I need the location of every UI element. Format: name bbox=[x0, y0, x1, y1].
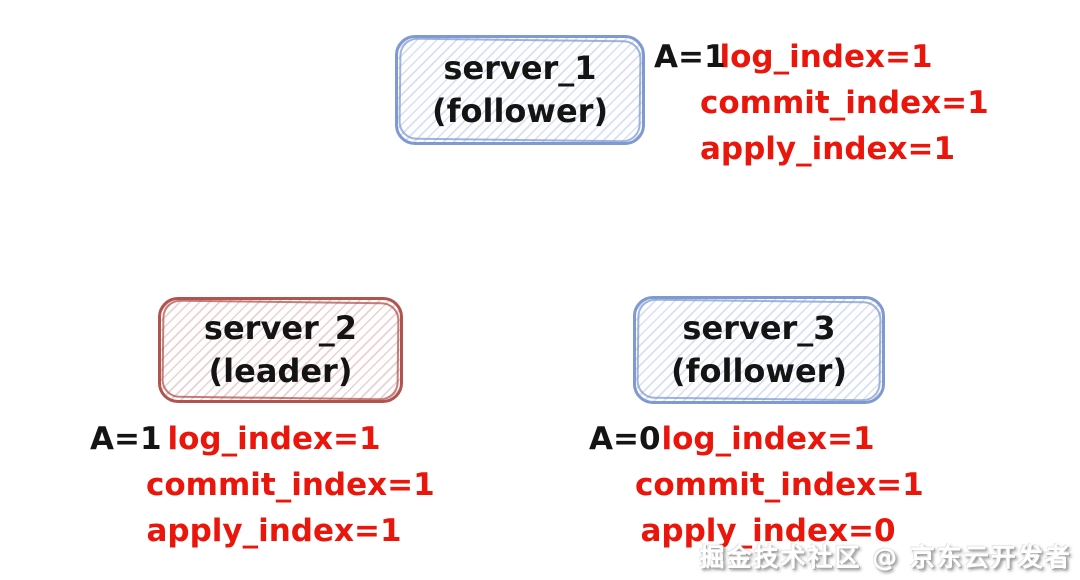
server1-name: server_1 bbox=[443, 49, 597, 87]
server3-stats: A=0 log_index=1 commit_index=1 apply_ind… bbox=[589, 416, 924, 554]
server1-stat-log: log_index=1 bbox=[719, 39, 933, 75]
server3-role: (follower) bbox=[670, 352, 848, 390]
server3-stat-commit: commit_index=1 bbox=[635, 467, 924, 503]
server1-stat-log-line: A=1 log_index=1 bbox=[654, 34, 952, 80]
server1-stat-commit: commit_index=1 bbox=[700, 85, 989, 121]
server3-stat-apply: apply_index=0 bbox=[640, 513, 896, 549]
server1-role: (follower) bbox=[431, 92, 609, 130]
server2-box: server_2 (leader) bbox=[158, 297, 403, 403]
server1-stats: A=1 log_index=1 commit_index=1 apply_ind… bbox=[654, 34, 989, 172]
server3-a-value: A=0 bbox=[589, 421, 661, 457]
server3-stat-log: log_index=1 bbox=[661, 421, 875, 457]
server3-stat-log-line: A=0 log_index=1 bbox=[589, 416, 901, 462]
server2-stats: A=1 log_index=1 commit_index=1 apply_ind… bbox=[90, 416, 435, 554]
server3-name: server_3 bbox=[682, 309, 836, 347]
server2-stat-log: log_index=1 bbox=[167, 421, 381, 457]
server2-a-value: A=1 bbox=[90, 421, 162, 457]
watermark: 掘金技术社区 @ 京东云开发者 bbox=[699, 543, 1072, 572]
server1-stat-apply: apply_index=1 bbox=[700, 131, 956, 167]
server3-box: server_3 (follower) bbox=[633, 296, 885, 404]
server2-stat-log-line: A=1 log_index=1 bbox=[90, 416, 402, 462]
server2-stat-apply: apply_index=1 bbox=[146, 513, 402, 549]
server1-box: server_1 (follower) bbox=[395, 35, 645, 145]
server2-name: server_2 bbox=[203, 309, 358, 347]
server2-role: (leader) bbox=[208, 352, 353, 390]
server1-a-value: A=1 bbox=[654, 39, 726, 75]
server2-stat-commit: commit_index=1 bbox=[146, 467, 435, 503]
